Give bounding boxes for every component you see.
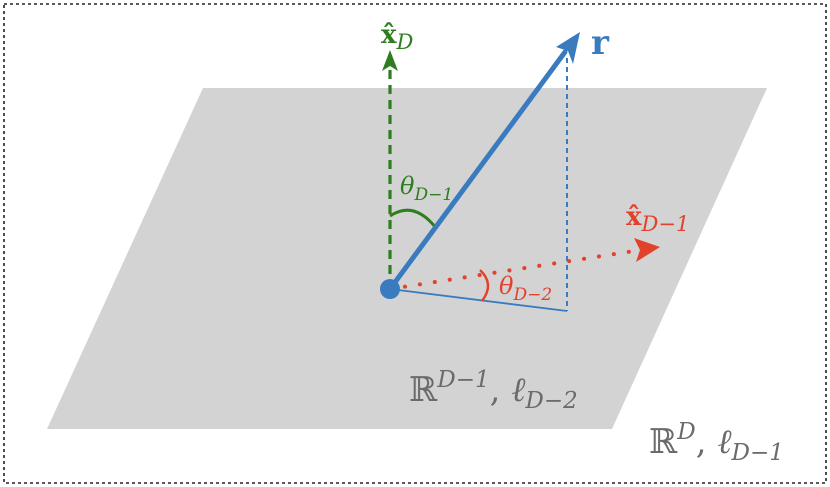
theta-D2-label: θD−2 <box>499 272 552 305</box>
projection-line <box>389 288 568 312</box>
axis-xD-arrowhead <box>382 50 398 71</box>
vector-r-arrowhead <box>556 32 580 64</box>
vector-r-label: r <box>591 23 610 63</box>
axis-xD1-arrowhead <box>634 238 660 262</box>
theta-D2-arc <box>479 269 490 302</box>
subspace-plane <box>47 88 767 429</box>
inner-space-label: ℝD−1, ℓD−2 <box>409 367 578 414</box>
axis-xD1-label: x̂D−1 <box>626 202 689 236</box>
vector-r-line <box>387 49 568 292</box>
outer-frame <box>3 3 827 484</box>
origin-point <box>380 279 400 299</box>
axis-xD-label: x̂D <box>381 20 414 54</box>
theta-D1-label: θD−1 <box>400 172 453 205</box>
theta-D1-arc <box>389 208 438 229</box>
outer-space-label: ℝD, ℓD−1 <box>649 419 784 466</box>
